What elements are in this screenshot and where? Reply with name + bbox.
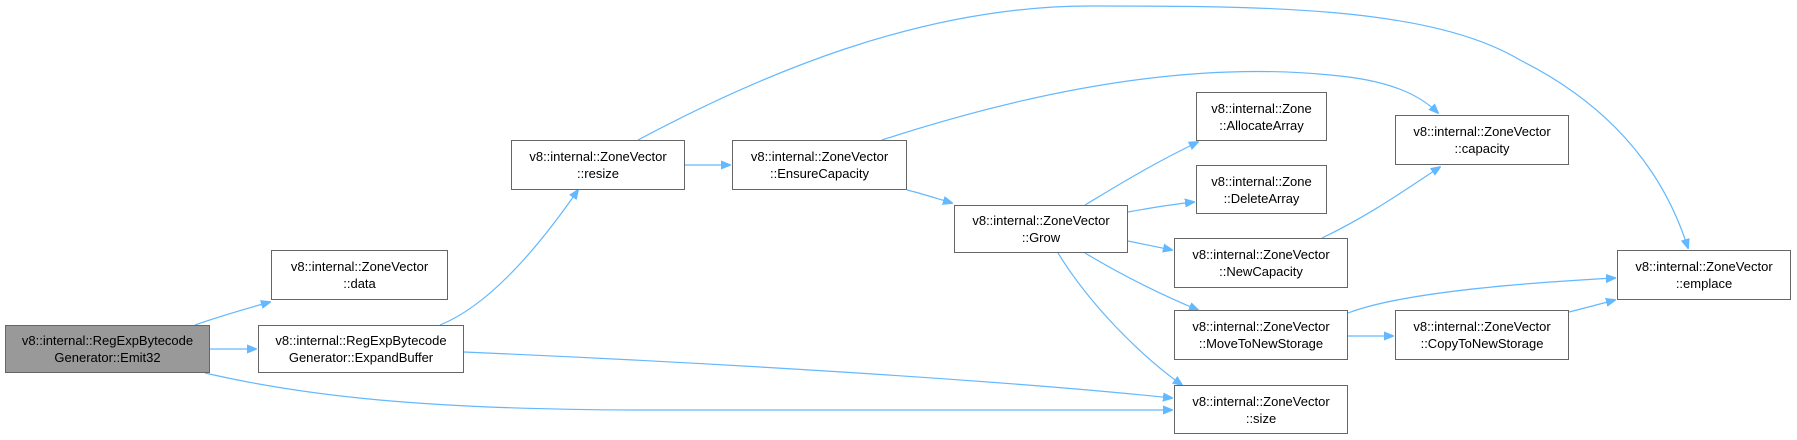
edge-ensure-capacity: [881, 70, 1438, 141]
node-label-line2: ::size: [1245, 410, 1277, 426]
node-label-line1: v8::internal::ZoneVector: [1413, 319, 1551, 334]
edge-move-emplace: [1347, 278, 1615, 314]
edge-emit32-data: [194, 302, 270, 326]
node-zonevector-resize[interactable]: v8::internal::ZoneVector ::resize: [511, 140, 685, 190]
node-label-line2: ::resize: [577, 166, 619, 181]
node-label-line2: ::AllocateArray: [1219, 117, 1304, 133]
node-label-line1: v8::internal::ZoneVector: [1192, 319, 1330, 334]
node-label-line1: v8::internal::Zone: [1211, 173, 1312, 189]
node-label-line2: ::Grow: [1021, 230, 1061, 245]
node-label-line2: ::data: [343, 276, 376, 291]
edge-grow-delete: [1127, 202, 1194, 213]
node-regexp-bytecode-generator-expandbuffer[interactable]: v8::internal::RegExpBytecode Generator::…: [258, 325, 464, 373]
node-zonevector-data[interactable]: v8::internal::ZoneVector ::data: [271, 250, 448, 300]
node-label-line2: ::capacity: [1454, 141, 1510, 156]
edge-expand-resize: [439, 190, 578, 326]
node-zonevector-movetonewstorage[interactable]: v8::internal::ZoneVector ::MoveToNewStor…: [1174, 310, 1348, 360]
edge-emit32-size: [204, 372, 1172, 410]
node-label-line1: v8::internal::ZoneVector: [972, 213, 1110, 228]
node-label-line1: v8::internal::ZoneVector: [1413, 124, 1551, 139]
node-zonevector-emplace[interactable]: v8::internal::ZoneVector ::emplace: [1617, 250, 1791, 300]
node-label-line1: v8::internal::RegExpBytecode: [275, 333, 447, 348]
node-label-line1: v8::internal::ZoneVector: [1192, 247, 1330, 262]
node-label-line1: v8::internal::ZoneVector: [1192, 393, 1330, 409]
edge-grow-newcap: [1127, 240, 1172, 250]
node-label-line1: v8::internal::ZoneVector: [1635, 259, 1773, 274]
node-zonevector-ensurecapacity[interactable]: v8::internal::ZoneVector ::EnsureCapacit…: [732, 140, 907, 190]
node-zonevector-size[interactable]: v8::internal::ZoneVector ::size: [1174, 385, 1348, 434]
edge-newcap-capacity: [1321, 167, 1440, 239]
edge-expand-size: [463, 351, 1172, 398]
node-zonevector-newcapacity[interactable]: v8::internal::ZoneVector ::NewCapacity: [1174, 238, 1348, 288]
node-label-line1: v8::internal::RegExpBytecode: [21, 333, 194, 348]
node-label-line2: Generator::ExpandBuffer: [288, 350, 434, 365]
node-label-line1: v8::internal::ZoneVector: [529, 149, 667, 164]
edge-copy-emplace: [1568, 300, 1615, 313]
node-label-line2: ::emplace: [1675, 276, 1733, 291]
edge-grow-move: [1084, 252, 1198, 310]
node-label-line2: ::NewCapacity: [1219, 264, 1303, 279]
node-zonevector-grow[interactable]: v8::internal::ZoneVector ::Grow: [954, 205, 1128, 253]
node-regexp-bytecode-generator-emit32: v8::internal::RegExpBytecode Generator::…: [5, 325, 210, 373]
node-label-line1: v8::internal::ZoneVector: [290, 259, 429, 274]
node-zonevector-capacity[interactable]: v8::internal::ZoneVector ::capacity: [1395, 115, 1569, 165]
node-zonevector-copytonewstorage[interactable]: v8::internal::ZoneVector ::CopyToNewStor…: [1395, 310, 1569, 360]
node-label-line2: ::MoveToNewStorage: [1198, 336, 1324, 351]
node-zone-allocatearray[interactable]: v8::internal::Zone ::AllocateArray: [1196, 92, 1327, 141]
edge-grow-size: [1057, 252, 1182, 385]
node-label-line2: ::CopyToNewStorage: [1420, 336, 1544, 351]
node-zone-deletearray[interactable]: v8::internal::Zone ::DeleteArray: [1196, 165, 1327, 214]
node-label-line1: v8::internal::Zone: [1211, 100, 1312, 116]
node-label-line2: ::EnsureCapacity: [770, 166, 869, 181]
node-label-line1: v8::internal::ZoneVector: [750, 149, 889, 164]
edge-resize-emplace: [637, 5, 1688, 248]
edge-grow-allocate: [1084, 142, 1198, 206]
node-label-line2: Generator::Emit32: [54, 350, 161, 365]
node-label-line2: ::DeleteArray: [1223, 190, 1300, 206]
edge-ensure-grow: [906, 189, 952, 203]
